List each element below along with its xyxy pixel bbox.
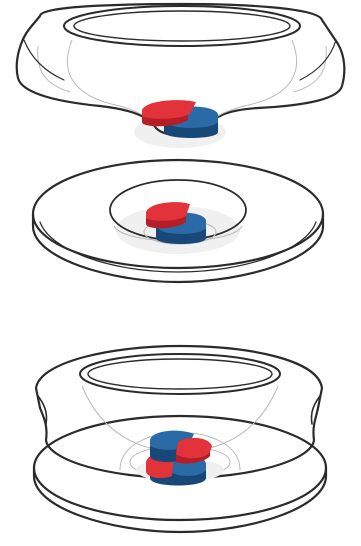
cover-top-ring-inner bbox=[74, 11, 290, 41]
upper-cover bbox=[17, 4, 345, 148]
cover-rib-right bbox=[300, 40, 336, 80]
cover-rib-left bbox=[24, 40, 64, 80]
assembled-unit bbox=[34, 346, 326, 532]
cover-inner-contour-right-2 bbox=[294, 46, 326, 92]
cover-inner-contour-right bbox=[206, 40, 297, 126]
unit-top-ring-inner bbox=[88, 359, 272, 389]
base-disc bbox=[33, 160, 323, 282]
cover-inner-contour-left-2 bbox=[38, 46, 70, 92]
unit-magnet-stack bbox=[146, 431, 212, 486]
cover-top-ring-outer bbox=[64, 6, 300, 46]
unit-top-ring-outer bbox=[80, 354, 280, 394]
